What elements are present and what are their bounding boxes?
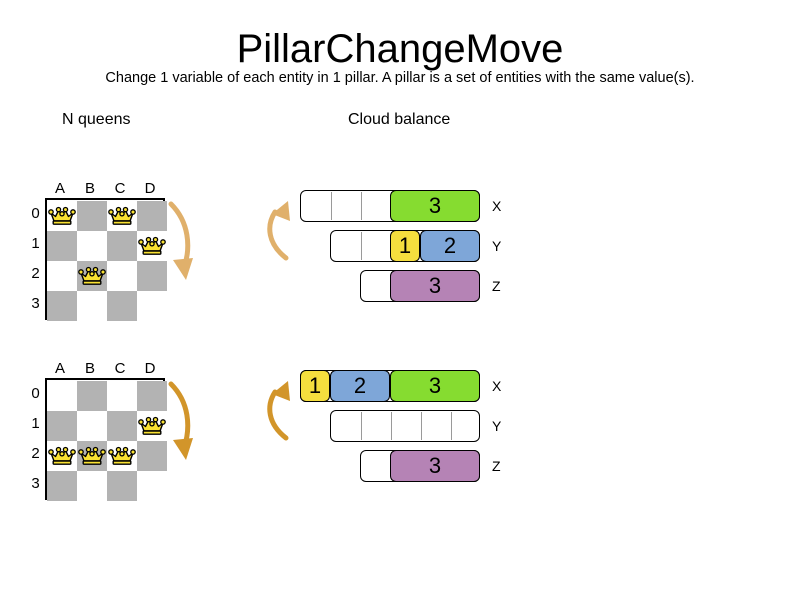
track-divider	[451, 412, 452, 440]
board-cell-D0[interactable]	[137, 381, 167, 411]
arrow-cloud-bottom-icon	[267, 381, 290, 441]
board-cell-C1[interactable]	[107, 231, 137, 261]
cloud-process-3[interactable]: 3	[390, 370, 480, 402]
board-cell-D3[interactable]	[137, 291, 167, 321]
cloud-computer-label-z: Z	[492, 278, 501, 294]
track-divider	[421, 412, 422, 440]
board-cell-B1[interactable]	[77, 411, 107, 441]
page-subtitle: Change 1 variable of each entity in 1 pi…	[105, 70, 695, 86]
rank-label-1: 1	[31, 235, 40, 252]
cloud-process-3[interactable]: 3	[390, 270, 480, 302]
board-cell-A3[interactable]	[47, 291, 77, 321]
queen-icon-c2[interactable]	[108, 444, 136, 468]
queen-icon-b2[interactable]	[78, 264, 106, 288]
rank-label-3: 3	[31, 295, 40, 312]
cloud-computer-label-y: Y	[492, 238, 502, 254]
cloud-row-y: Y	[262, 410, 512, 442]
file-label-c: C	[114, 180, 126, 197]
arrow-chess-top-icon	[168, 201, 193, 280]
file-label-d: D	[144, 360, 156, 377]
cloud-computer-label-x: X	[492, 198, 502, 214]
file-labels-row: A B C D	[45, 360, 165, 378]
board-cell-C0[interactable]	[107, 381, 137, 411]
rank-labels-column: 0 1 2 3	[28, 198, 43, 320]
track-divider	[361, 192, 362, 220]
board-cell-D0[interactable]	[137, 201, 167, 231]
queen-icon-c0[interactable]	[108, 204, 136, 228]
cloud-process-2[interactable]: 2	[330, 370, 390, 402]
file-label-b: B	[84, 180, 95, 197]
queen-icon-d1[interactable]	[138, 234, 166, 258]
cloud-process-3[interactable]: 3	[390, 190, 480, 222]
board-cell-B0[interactable]	[77, 201, 107, 231]
rank-label-0: 0	[31, 385, 40, 402]
board-cell-D2[interactable]	[137, 261, 167, 291]
file-label-a: A	[54, 360, 65, 377]
queen-icon-d1[interactable]	[138, 414, 166, 438]
board-cell-C3[interactable]	[107, 291, 137, 321]
board-cell-A0[interactable]	[47, 381, 77, 411]
section-caption-nqueens: N queens	[62, 111, 131, 128]
file-label-a: A	[54, 180, 65, 197]
board-cell-D2[interactable]	[137, 441, 167, 471]
board-cell-B3[interactable]	[77, 291, 107, 321]
rank-label-2: 2	[31, 445, 40, 462]
file-label-c: C	[114, 360, 126, 377]
queen-icon-b2[interactable]	[78, 444, 106, 468]
queen-icon-a0[interactable]	[48, 204, 76, 228]
board-cell-A3[interactable]	[47, 471, 77, 501]
cloud-computer-label-z: Z	[492, 458, 501, 474]
track-divider	[361, 412, 362, 440]
rank-label-0: 0	[31, 205, 40, 222]
track-divider	[391, 412, 392, 440]
board-grid	[45, 378, 167, 501]
cloud-computer-label-x: X	[492, 378, 502, 394]
board-cell-B3[interactable]	[77, 471, 107, 501]
cloud-process-1[interactable]: 1	[300, 370, 330, 402]
rank-label-3: 3	[31, 475, 40, 492]
board-cell-B0[interactable]	[77, 381, 107, 411]
cloud-track-y[interactable]	[330, 410, 480, 442]
cloud-computer-label-y: Y	[492, 418, 502, 434]
page-title: PillarChangeMove	[236, 27, 564, 71]
file-labels-row: A B C D	[45, 180, 165, 198]
track-divider	[361, 232, 362, 260]
cloud-process-2[interactable]: 2	[420, 230, 480, 262]
board-grid	[45, 198, 167, 321]
board-cell-C3[interactable]	[107, 471, 137, 501]
arrow-chess-bottom-icon	[168, 381, 193, 460]
board-cell-C1[interactable]	[107, 411, 137, 441]
board-cell-A2[interactable]	[47, 261, 77, 291]
arrow-cloud-top-icon	[267, 201, 290, 261]
board-cell-A1[interactable]	[47, 231, 77, 261]
cloud-process-1[interactable]: 1	[390, 230, 420, 262]
cloud-process-3[interactable]: 3	[390, 450, 480, 482]
track-divider	[331, 192, 332, 220]
board-cell-A1[interactable]	[47, 411, 77, 441]
section-caption-cloud: Cloud balance	[348, 111, 451, 128]
file-label-b: B	[84, 360, 95, 377]
board-cell-C2[interactable]	[107, 261, 137, 291]
queen-icon-a2[interactable]	[48, 444, 76, 468]
board-cell-D3[interactable]	[137, 471, 167, 501]
file-label-d: D	[144, 180, 156, 197]
board-cell-B1[interactable]	[77, 231, 107, 261]
rank-labels-column: 0 1 2 3	[28, 378, 43, 500]
rank-label-2: 2	[31, 265, 40, 282]
rank-label-1: 1	[31, 415, 40, 432]
